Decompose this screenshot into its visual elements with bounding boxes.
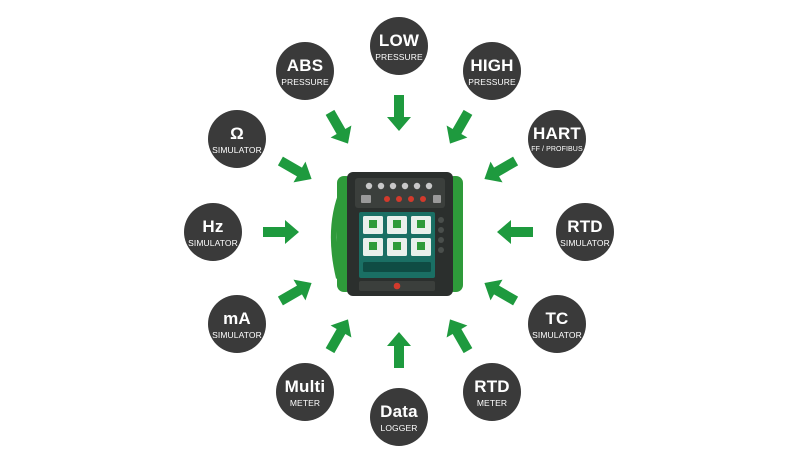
node-multi-meter-subtitle: METER [289,398,321,408]
node-multi-meter: Multi METER [276,363,334,421]
node-high-pressure-subtitle: PRESSURE [468,77,516,87]
arrow-high-pressure [446,109,473,144]
node-data-logger-subtitle: LOGGER [380,423,418,433]
node-rtd-simulator: RTD SIMULATOR [556,203,614,261]
device-screen-tiles [363,216,431,272]
node-low-pressure-subtitle: PRESSURE [375,52,423,62]
node-data-logger: Data LOGGER [370,388,428,446]
node-hart-title: HART [532,124,581,143]
device-side-buttons [438,217,444,253]
node-rtd-simulator-subtitle: SIMULATOR [560,238,610,248]
node-tc-simulator-title: TC [545,309,569,328]
device-red-jacks [384,196,426,202]
arrow-rtd-meter [446,319,473,354]
device-jacks [365,182,433,190]
node-abs-pressure-title: ABS [286,56,324,75]
node-ohm-simulator: Ω SIMULATOR [208,110,266,168]
node-multi-meter-title: Multi [284,377,326,396]
node-ma-simulator-subtitle: SIMULATOR [212,330,262,340]
calibrator-device [330,172,463,296]
device-power-button [393,282,401,290]
arrow-abs-pressure [325,109,352,144]
arrow-tc-simulator [484,279,519,306]
node-high-pressure-title: HIGH [470,56,514,75]
node-ma-simulator-title: mA [223,309,251,328]
arrow-ohm-simulator [277,156,312,183]
arrow-ma-simulator [277,279,312,306]
node-ohm-simulator-title: Ω [230,124,244,143]
node-rtd-meter-title: RTD [474,377,510,396]
node-abs-pressure: ABS PRESSURE [276,42,334,100]
node-hart: HART FF / PROFIBUS [528,110,586,168]
node-ma-simulator: mA SIMULATOR [208,295,266,353]
node-ohm-simulator-subtitle: SIMULATOR [212,145,262,155]
node-hz-simulator-title: Hz [202,217,224,236]
node-hz-simulator-subtitle: SIMULATOR [188,238,238,248]
node-data-logger-title: Data [380,402,418,421]
node-abs-pressure-subtitle: PRESSURE [281,77,329,87]
node-rtd-meter: RTD METER [463,363,521,421]
arrow-hz-simulator [263,220,299,244]
node-tc-simulator: TC SIMULATOR [528,295,586,353]
node-high-pressure: HIGH PRESSURE [463,42,521,100]
node-low-pressure-title: LOW [378,31,420,50]
node-low-pressure: LOW PRESSURE [370,17,428,75]
node-hz-simulator: Hz SIMULATOR [184,203,242,261]
arrow-hart [484,156,519,183]
arrow-rtd-simulator [497,220,533,244]
device-connector-panel [355,178,445,208]
node-tc-simulator-subtitle: SIMULATOR [532,330,582,340]
node-hart-subtitle: FF / PROFIBUS [531,146,583,153]
arrow-low-pressure [387,95,411,131]
arrow-data-logger [387,332,411,368]
node-rtd-simulator-title: RTD [567,217,603,236]
arrow-multi-meter [325,319,352,354]
node-rtd-meter-subtitle: METER [476,398,508,408]
